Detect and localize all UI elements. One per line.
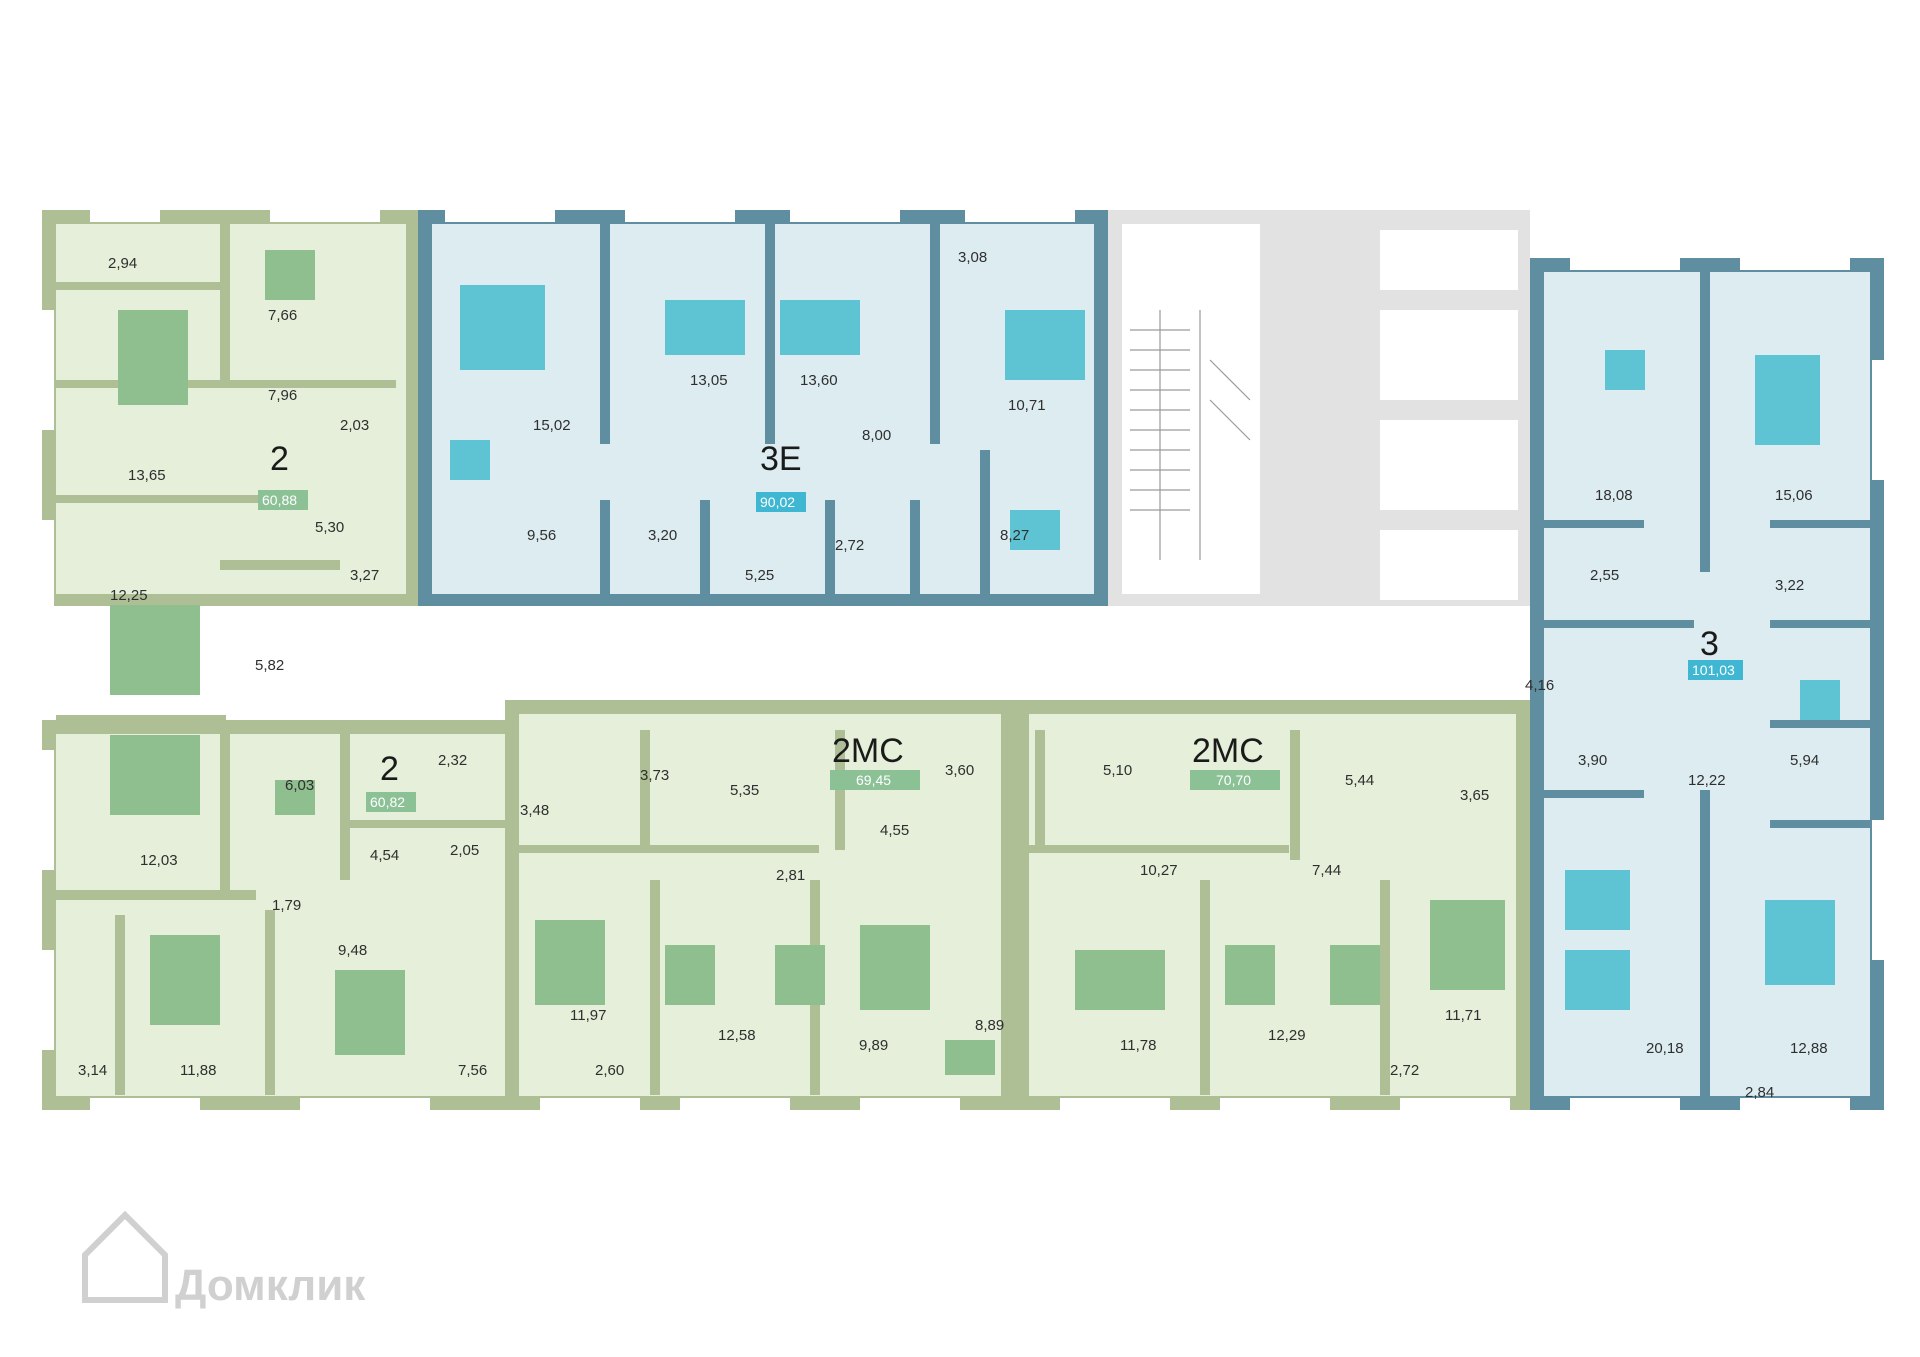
room-label: 11,88 bbox=[180, 1062, 216, 1079]
area-badge bbox=[258, 490, 308, 510]
room-label: 2,94 bbox=[108, 255, 137, 272]
room-label: 13,65 bbox=[128, 467, 166, 484]
room-label: 15,02 bbox=[533, 417, 571, 434]
corridor bbox=[300, 606, 1530, 700]
room-label: 2,72 bbox=[1390, 1062, 1419, 1079]
room-label: 5,25 bbox=[745, 567, 774, 584]
area-badge bbox=[830, 770, 920, 790]
windows bbox=[42, 210, 1884, 1110]
room-label: 8,89 bbox=[975, 1017, 1004, 1034]
apartment-area: 90,02 bbox=[760, 494, 795, 510]
room-label: 12,88 bbox=[1790, 1040, 1828, 1057]
room-label: 3,27 bbox=[350, 567, 379, 584]
apartment-badges: 2 60,88 2 60,82 3Е 90,02 2МС 69,45 2МС 7… bbox=[258, 440, 1743, 812]
room-label: 7,56 bbox=[458, 1062, 487, 1079]
apartment-area: 60,82 bbox=[370, 794, 405, 810]
room-label: 3,48 bbox=[520, 802, 549, 819]
apartment-2mc-left[interactable] bbox=[505, 700, 1015, 1110]
room-label: 8,00 bbox=[862, 427, 891, 444]
room-label: 7,44 bbox=[1312, 862, 1341, 879]
apartment-type: 2 bbox=[380, 750, 399, 788]
room-label: 20,18 bbox=[1646, 1040, 1684, 1057]
room-label: 10,27 bbox=[1140, 862, 1178, 879]
room-label: 12,29 bbox=[1268, 1027, 1306, 1044]
room-label: 8,27 bbox=[1000, 527, 1029, 544]
room-label: 12,58 bbox=[718, 1027, 756, 1044]
building-core bbox=[1108, 210, 1530, 606]
apartment-area: 60,88 bbox=[262, 492, 297, 508]
room-label: 2,84 bbox=[1745, 1084, 1774, 1101]
furniture-blue bbox=[450, 285, 1840, 1010]
apartment-area: 69,45 bbox=[856, 772, 891, 788]
room-label: 5,35 bbox=[730, 782, 759, 799]
room-label: 15,06 bbox=[1775, 487, 1813, 504]
apartment-type: 2МС bbox=[832, 732, 904, 770]
room-label: 3,73 bbox=[640, 767, 669, 784]
area-badge bbox=[366, 792, 416, 812]
apartment-type: 2 bbox=[270, 440, 289, 478]
room-label: 5,10 bbox=[1103, 762, 1132, 779]
room-label: 4,16 bbox=[1525, 677, 1554, 694]
room-label: 4,54 bbox=[370, 847, 399, 864]
watermark-text: Домклик bbox=[175, 1261, 366, 1310]
room-label: 7,96 bbox=[268, 387, 297, 404]
room-label: 2,60 bbox=[595, 1062, 624, 1079]
interior-walls-blue bbox=[600, 224, 1870, 1096]
room-label: 9,48 bbox=[338, 942, 367, 959]
room-label: 11,78 bbox=[1120, 1037, 1156, 1054]
apartment-area: 101,03 bbox=[1692, 662, 1735, 678]
room-label: 3,20 bbox=[648, 527, 677, 544]
apartment-area: 70,70 bbox=[1216, 772, 1251, 788]
apartment-3e-top-center[interactable] bbox=[418, 210, 1108, 606]
room-label: 4,55 bbox=[880, 822, 909, 839]
room-labels: 2,94 7,66 7,96 13,65 2,03 5,30 3,27 12,2… bbox=[78, 249, 1828, 1101]
room-label: 3,60 bbox=[945, 762, 974, 779]
apartment-type: 2МС bbox=[1192, 732, 1264, 770]
room-label: 12,22 bbox=[1688, 772, 1726, 789]
room-label: 3,22 bbox=[1775, 577, 1804, 594]
house-icon bbox=[82, 1210, 168, 1303]
room-label: 2,72 bbox=[835, 537, 864, 554]
room-label: 1,79 bbox=[272, 897, 301, 914]
apartment-type: 3 bbox=[1700, 625, 1719, 663]
room-label: 9,89 bbox=[859, 1037, 888, 1054]
room-label: 6,03 bbox=[285, 777, 314, 794]
area-badge bbox=[1688, 660, 1743, 680]
apartment-type: 3Е bbox=[760, 440, 802, 478]
room-label: 5,82 bbox=[255, 657, 284, 674]
room-label: 9,56 bbox=[527, 527, 556, 544]
room-label: 12,03 bbox=[140, 852, 178, 869]
room-label: 2,03 bbox=[340, 417, 369, 434]
room-label: 12,25 bbox=[110, 587, 148, 604]
room-label: 2,81 bbox=[776, 867, 805, 884]
room-label: 3,90 bbox=[1578, 752, 1607, 769]
room-label: 7,66 bbox=[268, 307, 297, 324]
room-label: 3,14 bbox=[78, 1062, 107, 1079]
furniture-green bbox=[110, 250, 1505, 1075]
room-label: 13,05 bbox=[690, 372, 728, 389]
room-label: 3,08 bbox=[958, 249, 987, 266]
area-badge bbox=[756, 492, 806, 512]
watermark: Домклик bbox=[82, 1210, 366, 1310]
room-label: 5,94 bbox=[1790, 752, 1819, 769]
room-label: 3,65 bbox=[1460, 787, 1489, 804]
room-label: 2,55 bbox=[1590, 567, 1619, 584]
room-label: 5,30 bbox=[315, 519, 344, 536]
room-label: 10,71 bbox=[1008, 397, 1046, 414]
area-badge bbox=[1190, 770, 1280, 790]
room-label: 18,08 bbox=[1595, 487, 1633, 504]
room-label: 13,60 bbox=[800, 372, 838, 389]
room-label: 5,44 bbox=[1345, 772, 1374, 789]
room-label: 11,97 bbox=[570, 1007, 606, 1024]
room-label: 2,32 bbox=[438, 752, 467, 769]
room-label: 2,05 bbox=[450, 842, 479, 859]
room-label: 11,71 bbox=[1445, 1007, 1481, 1024]
